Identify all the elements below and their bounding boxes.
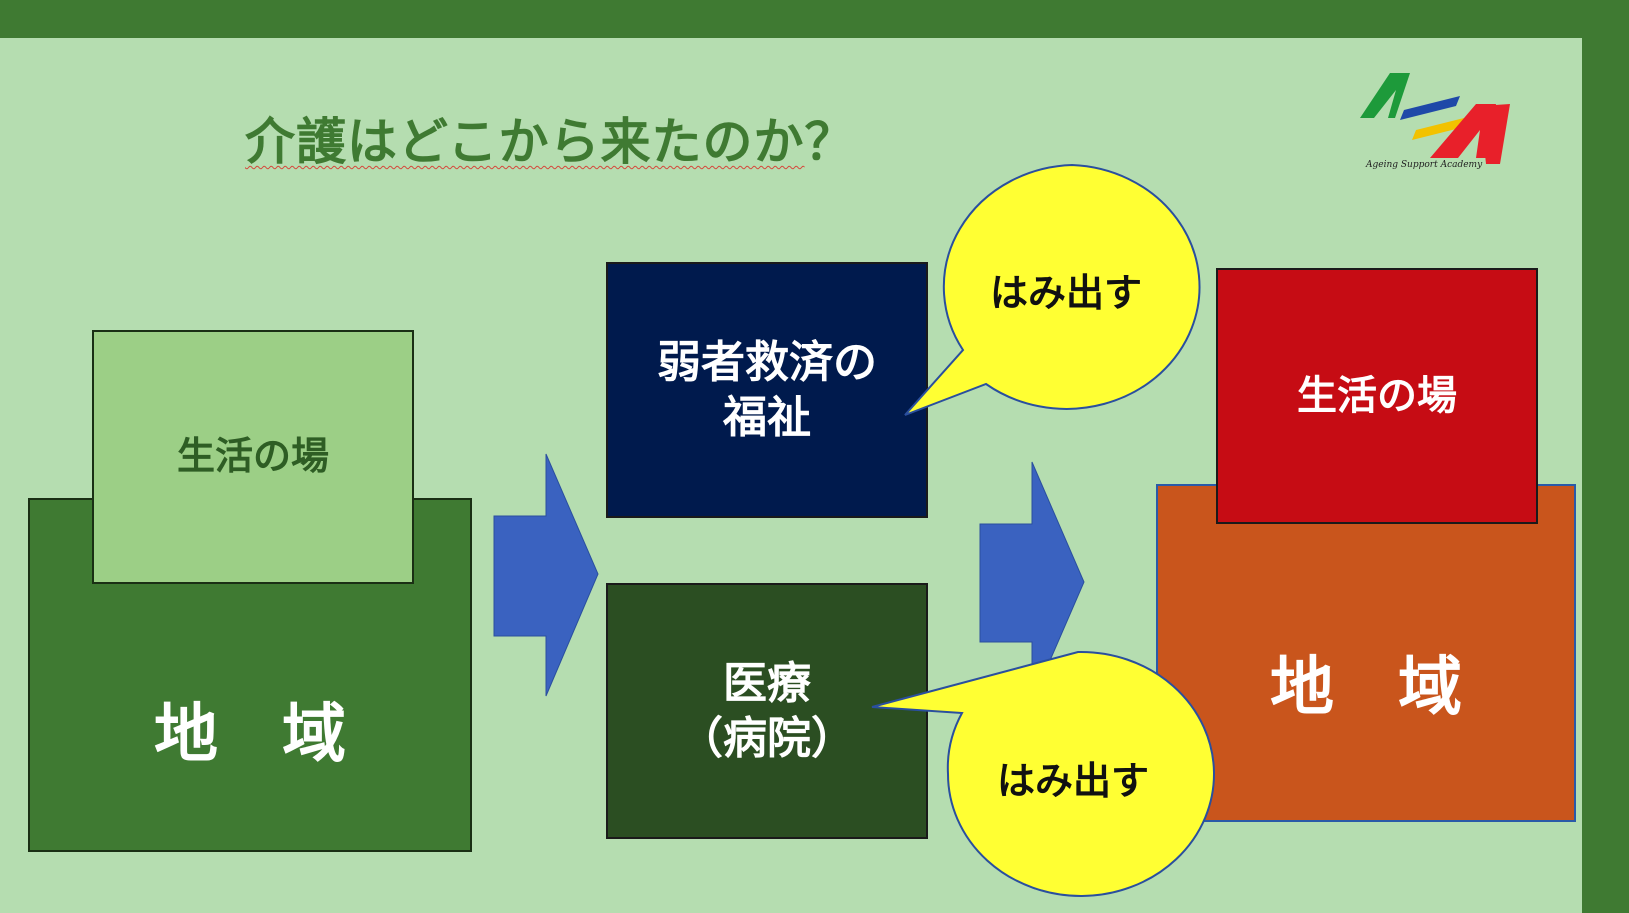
left-region-label: 地 域 <box>154 698 346 772</box>
right-frame-bar <box>1582 0 1629 913</box>
speech-bubble-upper <box>904 163 1201 416</box>
logo-caption: Ageing Support Academy <box>1366 160 1483 170</box>
arrow-left-to-middle <box>493 453 599 697</box>
medical-label: 医療 （病院） <box>679 658 855 764</box>
right-region-box: 地 域 <box>1156 484 1576 822</box>
arrow-middle-to-right <box>979 461 1085 703</box>
medical-box: 医療 （病院） <box>606 583 928 839</box>
left-living-place-box: 生活の場 <box>92 330 414 584</box>
bubble-lower-text: はみ出す <box>997 759 1150 803</box>
right-living-place-label: 生活の場 <box>1297 373 1457 419</box>
asa-logo <box>1360 73 1510 164</box>
welfare-label: 弱者救済の 福祉 <box>657 337 877 443</box>
left-living-place-label: 生活の場 <box>176 434 329 479</box>
bubble-upper-text: はみ出す <box>990 271 1143 315</box>
welfare-box: 弱者救済の 福祉 <box>606 262 928 518</box>
right-region-label: 地 域 <box>1270 651 1462 725</box>
speech-bubble-lower <box>871 650 1215 897</box>
page-title: 介護はどこから来たのか？ <box>245 113 856 171</box>
top-frame-bar <box>0 0 1629 38</box>
right-living-place-box: 生活の場 <box>1216 268 1538 524</box>
